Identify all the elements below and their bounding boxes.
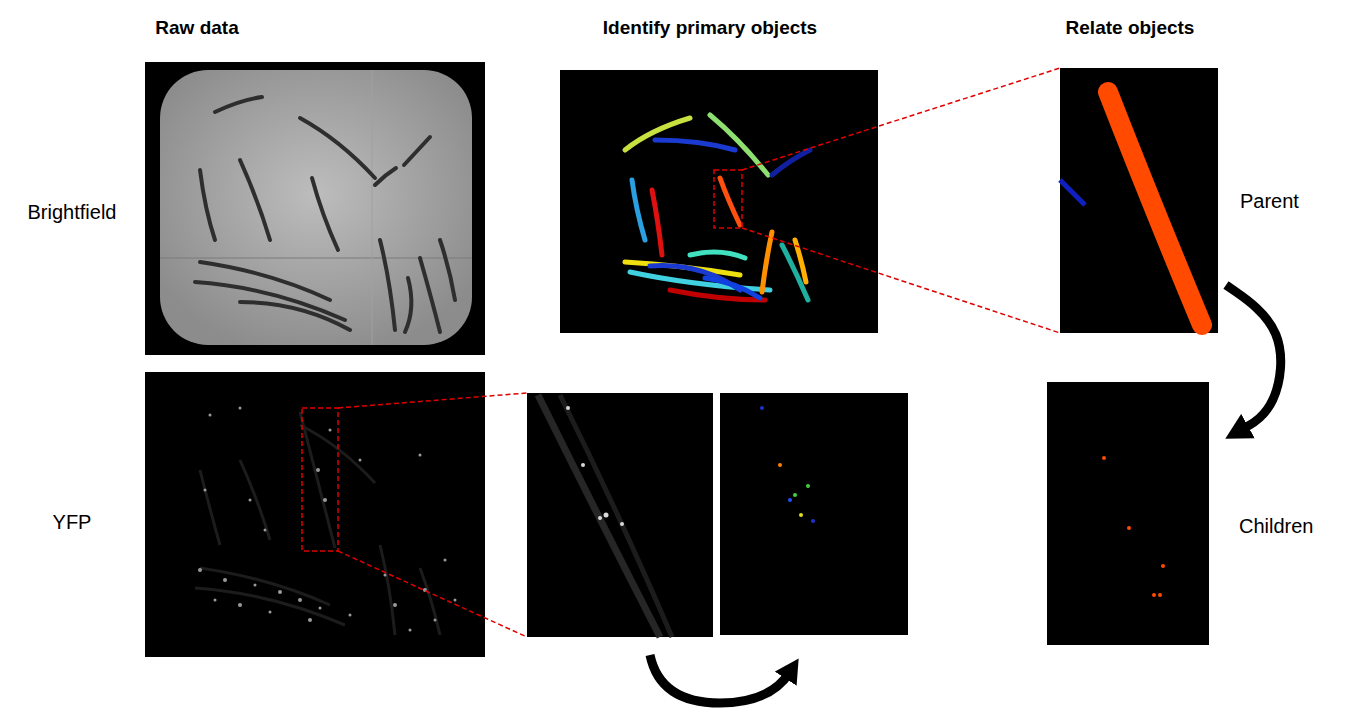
row-label: YFP <box>53 511 92 534</box>
children-image <box>1047 382 1209 645</box>
zoom-leader <box>742 68 1060 333</box>
panel-label: Parent <box>1240 190 1299 213</box>
image-panel: Parent <box>1060 68 1218 333</box>
zoom-leader <box>338 393 527 637</box>
spot-objects <box>720 393 908 635</box>
process-arrow <box>650 655 790 703</box>
row-label: Brightfield <box>28 201 117 224</box>
segmented-worms <box>560 70 878 333</box>
yfp-image <box>145 372 485 657</box>
column-heading: Identify primary objects <box>603 17 817 39</box>
brightfield-image <box>145 62 485 355</box>
column-heading: Relate objects <box>1066 17 1195 39</box>
parent-image <box>1060 68 1218 333</box>
panel-label: Children <box>1239 515 1313 538</box>
yfp-zoom <box>527 393 713 637</box>
relation-arrow <box>1226 285 1281 430</box>
image-panel: Children <box>1047 382 1209 645</box>
column-heading: Raw data <box>155 17 238 39</box>
